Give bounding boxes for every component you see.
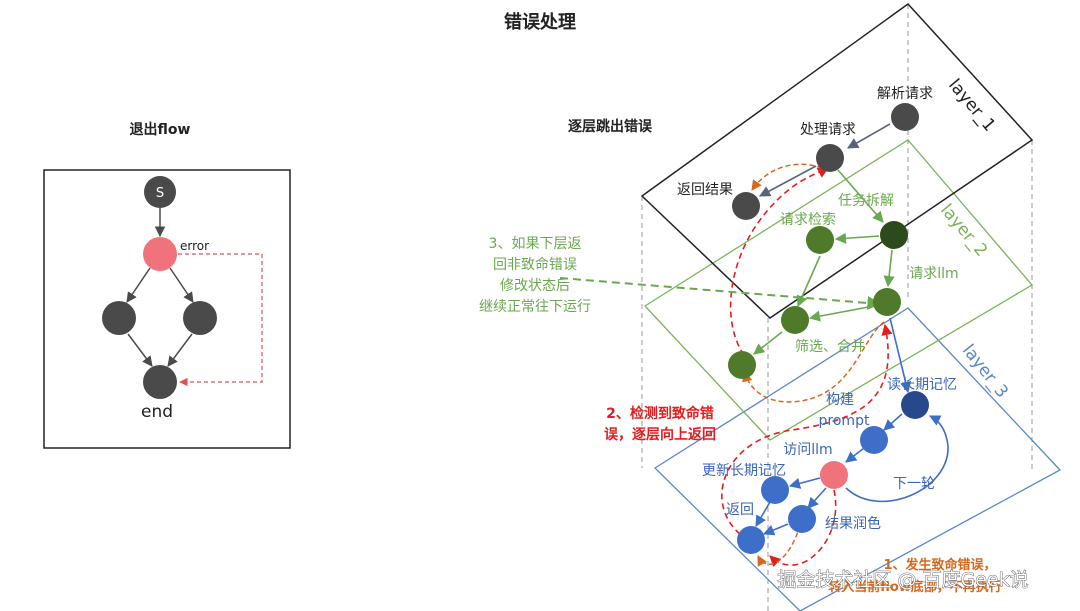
node-parse-request-label: 解析请求	[877, 86, 933, 102]
note-nonfatal: 3、如果下层返 回非致命错误 修改状态后 继续正常往下运行	[479, 236, 591, 315]
node-request-llm-label: 请求llm	[909, 266, 958, 282]
note-occur-line: 1、发生致命错误，	[883, 557, 996, 573]
edge-error-skip-to-end	[178, 253, 263, 387]
node-start-label: S	[156, 186, 164, 201]
node-process-request	[816, 144, 844, 172]
node-task-split-label: 任务拆解	[838, 193, 894, 209]
layer-1-plane	[640, 3, 1034, 319]
edge-right-end	[167, 333, 193, 367]
l3-edge-update-return	[755, 501, 771, 527]
node-prompt-label: prompt	[819, 413, 870, 429]
note-occur-line: 转入当前flow底部，不再执行	[828, 579, 1002, 595]
node-update-memory	[761, 476, 789, 504]
node-request-llm	[873, 288, 901, 316]
node-polish-label: 结果润色	[825, 515, 881, 532]
orange-path-layer3-bottom	[757, 524, 801, 567]
node-return-result-label: 返回结果	[677, 182, 733, 198]
fatal-path-layer2-up	[729, 167, 829, 356]
node-left-branch	[102, 301, 136, 335]
right-panel-title: 逐层跳出错误	[568, 118, 653, 135]
node-retrieve-label: 请求检索	[780, 211, 836, 228]
l2-edge-task-retrieve	[834, 232, 880, 244]
next-round-label: 下一轮	[893, 476, 935, 492]
node-end-label: end	[141, 402, 173, 422]
node-right-branch	[183, 301, 217, 335]
left-panel-title: 退出flow	[130, 121, 191, 138]
l2-edge-filter-out	[753, 331, 783, 355]
nonfatal-pointer	[559, 277, 882, 310]
note-fatal: 2、检测到致命错 误，逐层向上返回	[604, 405, 716, 443]
l1-edge-parse-process	[847, 123, 891, 149]
fatal-path-layer3-up	[721, 323, 893, 541]
note-occur: 1、发生致命错误， 转入当前flow底部，不再执行	[828, 557, 1002, 595]
l2-edge-task-llm	[883, 249, 895, 288]
node-filter-merge	[781, 306, 809, 334]
node-filter-merge-label: 筛选、合并	[795, 339, 865, 355]
edge-left-end	[127, 333, 153, 367]
edge-error-right	[169, 267, 194, 303]
edge-error-left	[126, 267, 151, 303]
l3-edge-error-polish	[807, 487, 827, 509]
l3-edge-error-update	[788, 477, 821, 489]
node-layer2-output	[728, 351, 756, 379]
note-fatal-line: 2、检测到致命错	[606, 405, 714, 422]
left-panel: 退出flow S error end	[43, 121, 291, 449]
watermark: 掘金技术社区 @ 百度Geek说	[777, 569, 1028, 591]
node-access-llm	[860, 426, 888, 454]
node-start	[144, 176, 176, 208]
right-panel: 逐层跳出错误 layer_3 layer_2 layer_1	[479, 3, 1062, 611]
node-build-label: 构建	[826, 392, 854, 408]
l2-edge-llm-filter	[808, 305, 875, 322]
node-end	[143, 365, 177, 399]
node-error	[143, 237, 177, 271]
l3-edge-accessllm-error	[845, 447, 865, 463]
node-return-label: 返回	[726, 502, 754, 518]
node-read-memory	[901, 391, 929, 419]
layer-1-label: layer_1	[944, 75, 999, 135]
node-retrieve	[806, 226, 834, 254]
l2-edge-llm-memory	[889, 317, 912, 394]
node-fatal-error	[820, 461, 848, 489]
orange-path-layer2-loop	[742, 321, 885, 403]
layer-2-plane	[643, 139, 1033, 441]
node-parse-request	[891, 103, 919, 131]
note-nonfatal-line: 继续正常往下运行	[479, 298, 591, 315]
l3-edge-memory-accessllm	[883, 413, 903, 431]
l3-edge-next-round	[845, 415, 949, 503]
l1-edge-process-return	[759, 165, 817, 197]
node-task-split	[880, 221, 908, 249]
note-nonfatal-line: 回非致命错误	[493, 256, 577, 273]
node-read-memory-label: 读长期记忆	[887, 376, 957, 393]
l3-edge-polish-return	[762, 523, 789, 536]
layer-2-label: layer_2	[936, 200, 991, 260]
layer-3-plane	[653, 307, 1062, 611]
node-access-llm-label: 访问llm	[783, 442, 832, 458]
node-update-memory-label: 更新长期记忆	[702, 463, 786, 479]
note-nonfatal-line: 修改状态后	[500, 278, 570, 294]
left-panel-frame	[43, 169, 291, 449]
note-nonfatal-line: 3、如果下层返	[489, 236, 582, 252]
note-fatal-line: 误，逐层向上返回	[604, 426, 716, 443]
page-title: 错误处理	[504, 11, 576, 33]
node-process-request-label: 处理请求	[800, 122, 856, 138]
node-return	[737, 526, 765, 554]
l2-edge-retrieve-filter	[796, 255, 821, 308]
l1-edge-process-task	[837, 169, 884, 223]
node-return-result	[732, 192, 760, 220]
node-error-label: error	[180, 239, 209, 253]
node-polish	[788, 505, 816, 533]
layer-3-label: layer_3	[958, 341, 1012, 402]
